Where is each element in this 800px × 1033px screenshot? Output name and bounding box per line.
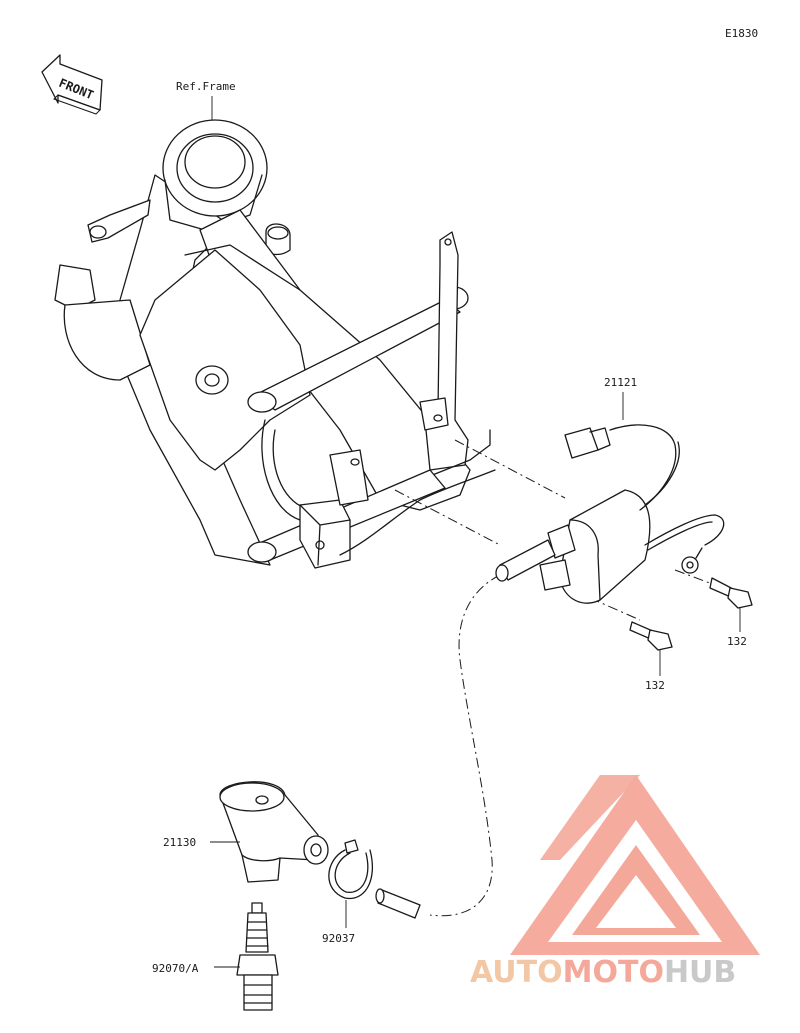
spark-plug-label: 92070/A [152,962,199,975]
watermark-part1: AUTO [470,955,563,990]
front-label: FRONT [57,76,96,103]
bolt-center [629,621,673,651]
front-arrow-icon: FRONT [41,54,103,115]
frame [54,119,496,569]
bolt-right [709,577,753,609]
ht-lead-end [375,888,421,919]
ref-frame-label: Ref.Frame [176,80,236,93]
spark-plug [236,902,279,1011]
watermark-part2: MOTO [563,955,664,990]
bolt-label-right: 132 [727,635,747,648]
clip-label: 92037 [322,932,355,945]
ignition-coil [495,424,725,604]
watermark-part3: HUB [664,955,736,990]
watermark-text: AUTOMOTOHUB [470,955,736,990]
watermark-logo [510,775,760,955]
bolt-label-center: 132 [645,679,665,692]
plug-cap [219,781,329,883]
clip [328,839,374,900]
plug-cap-label: 21130 [163,836,196,849]
diagram-code: E1830 [725,27,758,40]
coil-label: 21121 [604,376,637,389]
